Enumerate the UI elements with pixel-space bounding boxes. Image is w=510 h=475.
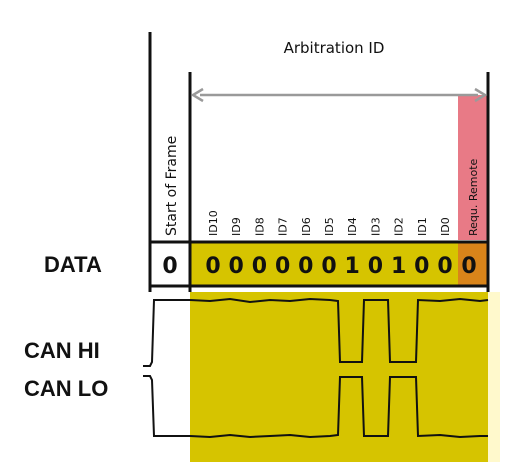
id-bits-background bbox=[190, 242, 458, 286]
id-bit-3: 0 bbox=[275, 254, 290, 279]
can-hi-waveform bbox=[189, 297, 489, 363]
arbitration-id-title: Arbitration ID bbox=[284, 39, 385, 57]
id-bit-0: 0 bbox=[205, 254, 220, 279]
id-bit-8: 1 bbox=[391, 254, 406, 279]
id-label-id5: ID5 bbox=[323, 217, 336, 236]
can-lo-label: CAN LO bbox=[24, 376, 108, 401]
arbitration-arrow-left-head bbox=[190, 87, 204, 103]
id-bit-4: 0 bbox=[298, 254, 313, 279]
id-labels: ID10 ID9 ID8 ID7 ID6 ID5 ID4 ID3 ID2 ID1 ID0 bbox=[207, 210, 452, 236]
id-label-id7: ID7 bbox=[277, 217, 290, 236]
id-bit-10: 0 bbox=[437, 254, 452, 279]
id-label-id3: ID3 bbox=[369, 217, 382, 236]
can-hi-lead bbox=[143, 299, 190, 367]
data-row-label: DATA bbox=[44, 252, 102, 277]
rtr-label: Requ. Remote bbox=[467, 158, 480, 236]
id-label-id9: ID9 bbox=[230, 217, 243, 236]
arbitration-arrow-right-head bbox=[474, 87, 488, 103]
rtr-bit-background bbox=[458, 242, 488, 286]
id-label-id10: ID10 bbox=[207, 210, 220, 236]
can-hi-label: CAN HI bbox=[24, 338, 100, 363]
id-bit-5: 0 bbox=[321, 254, 336, 279]
can-lo-waveform bbox=[189, 376, 488, 439]
rtr-bit: 0 bbox=[461, 254, 476, 279]
id-bit-1: 0 bbox=[229, 254, 244, 279]
id-bit-7: 0 bbox=[368, 254, 383, 279]
id-label-id1: ID1 bbox=[416, 217, 429, 236]
id-bit-9: 0 bbox=[414, 254, 429, 279]
id-bit-6: 1 bbox=[345, 254, 360, 279]
rtr-header-cell bbox=[458, 95, 488, 240]
id-label-id4: ID4 bbox=[346, 217, 359, 236]
id-label-id0: ID0 bbox=[439, 217, 452, 236]
id-label-id8: ID8 bbox=[253, 217, 266, 236]
id-label-id2: ID2 bbox=[393, 217, 406, 236]
id-bit-2: 0 bbox=[252, 254, 267, 279]
can-lo-lead bbox=[143, 375, 190, 437]
signal-highlight-tail bbox=[488, 292, 500, 462]
id-label-id6: ID6 bbox=[300, 217, 313, 236]
start-of-frame-label: Start of Frame bbox=[164, 136, 180, 236]
sof-bit: 0 bbox=[162, 254, 177, 279]
